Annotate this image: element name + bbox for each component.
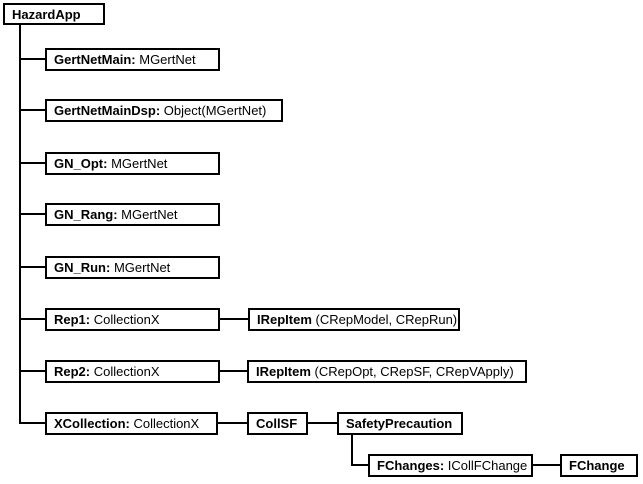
node-fchanges: FChanges: ICollFChange [368, 454, 533, 477]
connector-stub-rep1 [19, 318, 45, 320]
node-type: Object(MGertNet) [160, 103, 267, 118]
node-type: MGertNet [135, 52, 196, 67]
node-rep1: Rep1: CollectionX [45, 308, 220, 331]
node-label: SafetyPrecaution [346, 416, 453, 431]
node-gn-rang: GN_Rang: MGertNet [45, 203, 220, 226]
node-type: MGertNet [107, 156, 168, 171]
connector-fchanges-fchange [533, 464, 560, 466]
node-type: CollectionX [90, 364, 160, 379]
node-label: CollSF [256, 416, 298, 431]
node-fchange: FChange [560, 454, 638, 477]
node-type: (CRepOpt, CRepSF, CRepVApply) [310, 364, 514, 379]
connector-xcollection-collsf [218, 422, 247, 424]
connector-stub-gn-run [19, 266, 45, 268]
node-label: GN_Rang: [54, 207, 118, 222]
connector-stub-gertnetmaindsp [19, 109, 45, 111]
connector-rep1-irepitem1 [220, 318, 248, 320]
node-type: CollectionX [129, 416, 200, 431]
node-safetyprecaution: SafetyPrecaution [337, 412, 463, 435]
node-gertnetmaindsp: GertNetMainDsp: Object(MGertNet) [45, 99, 283, 122]
connector-rep2-irepitem2 [220, 370, 247, 372]
node-gertnetmain: GertNetMain: MGertNet [45, 48, 220, 71]
node-type: MGertNet [117, 207, 178, 222]
node-collsf: CollSF [247, 412, 308, 435]
node-irepitem2: IRepItem (CRepOpt, CRepSF, CRepVApply) [247, 360, 527, 383]
node-label: IRepItem [257, 312, 312, 327]
node-type: MGertNet [110, 260, 171, 275]
node-type: (CRepModel, CRepRun) [311, 312, 458, 327]
connector-safetyprecaution-subtrunk [351, 435, 353, 466]
connector-trunk [19, 25, 21, 424]
connector-stub-gertnetmain [19, 58, 45, 60]
node-type: CollectionX [90, 312, 160, 327]
node-label: GN_Run: [54, 260, 111, 275]
node-label: HazardApp [12, 6, 81, 22]
connector-stub-gn-rang [19, 213, 45, 215]
node-label: GN_Opt: [54, 156, 108, 171]
connector-stub-gn-opt [19, 162, 45, 164]
node-rep2: Rep2: CollectionX [45, 360, 220, 383]
node-irepitem1: IRepItem (CRepModel, CRepRun) [248, 308, 460, 331]
node-label: Rep2: [54, 364, 91, 379]
connector-stub-xcollection [19, 422, 45, 424]
node-label: XCollection: [54, 416, 130, 431]
node-label: GertNetMainDsp: [54, 103, 161, 118]
connector-stub-rep2 [19, 370, 45, 372]
node-label: GertNetMain: [54, 52, 136, 67]
connector-collsf-safetyprecaution [308, 422, 337, 424]
node-label: FChanges: [377, 458, 445, 473]
connector-stub-fchanges [351, 464, 368, 466]
node-label: Rep1: [54, 312, 91, 327]
node-label: FChange [569, 458, 625, 473]
node-hazardapp: HazardApp [3, 3, 105, 25]
node-gn-opt: GN_Opt: MGertNet [45, 152, 220, 175]
node-gn-run: GN_Run: MGertNet [45, 256, 220, 279]
node-xcollection: XCollection: CollectionX [45, 412, 218, 435]
node-type: ICollFChange [444, 458, 528, 473]
node-label: IRepItem [256, 364, 311, 379]
